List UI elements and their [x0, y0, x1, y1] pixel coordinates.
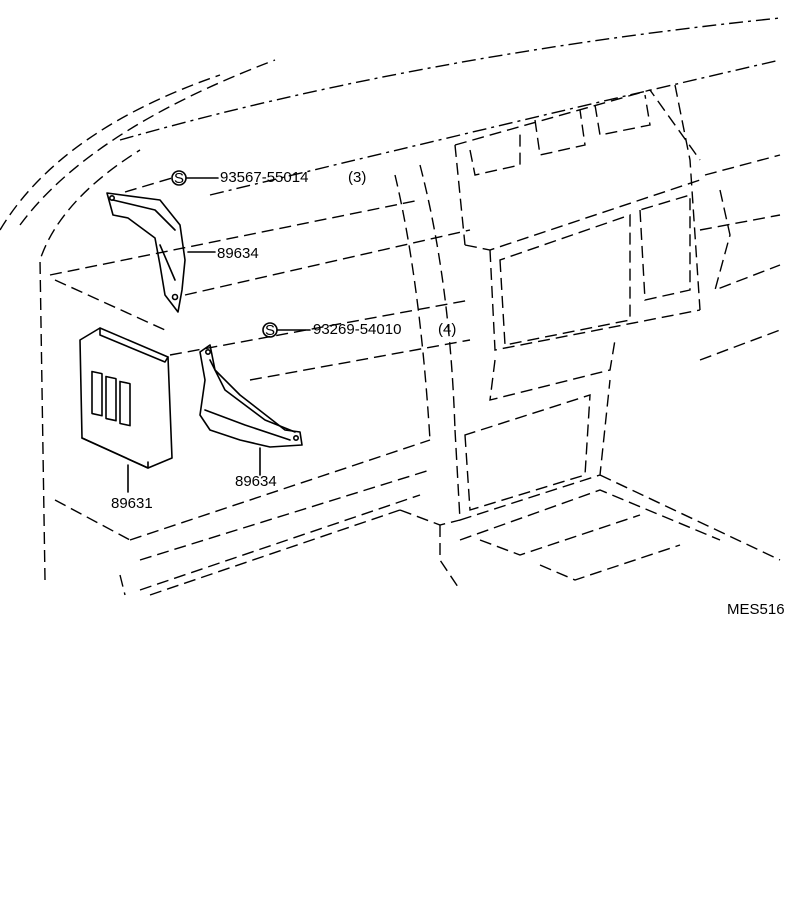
- dashboard-outline: [0, 17, 781, 596]
- screw-upper-part-number: 93567-55014: [220, 169, 308, 186]
- bracket-upper-label: 89634: [217, 245, 259, 262]
- screw-lower-qty: (4): [438, 321, 456, 338]
- screw-symbol-letter: S: [174, 170, 184, 187]
- screw-upper-qty: (3): [348, 169, 366, 186]
- ecu-label: 89631: [111, 495, 153, 512]
- callout-screw-lower: S 93269-54010 (4): [262, 321, 456, 339]
- callout-screw-upper: S 93567-55014 (3): [124, 169, 366, 193]
- ecu-module: [79, 327, 173, 493]
- bracket-lower-label: 89634: [235, 473, 277, 490]
- bracket-lower: [199, 344, 303, 476]
- screw-symbol-letter: S: [265, 322, 275, 339]
- bracket-upper: [106, 192, 216, 313]
- screw-lower-part-number: 93269-54010: [313, 321, 401, 338]
- figure-code: MES516: [727, 601, 785, 618]
